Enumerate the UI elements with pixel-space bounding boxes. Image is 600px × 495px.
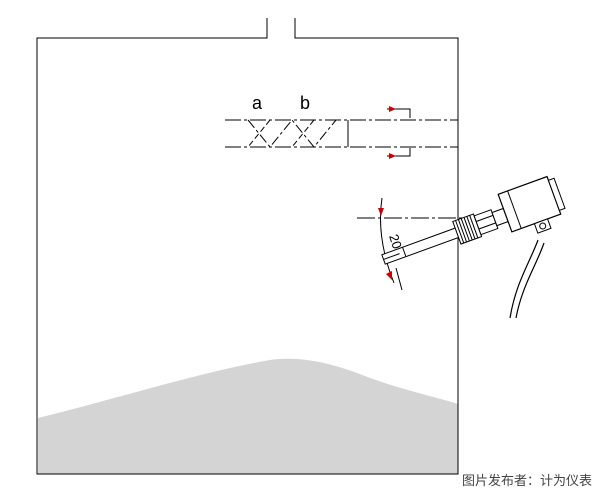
arrow-marker-lower	[389, 153, 396, 159]
sensor-cable	[509, 239, 539, 319]
label-b: b	[300, 93, 310, 113]
tank-wall	[36, 18, 459, 475]
baffle-dimension-markers	[387, 108, 411, 157]
angle-arrow-top	[378, 208, 384, 216]
level-sensor	[381, 175, 566, 265]
bulk-material-heap	[38, 358, 458, 474]
label-a: a	[252, 93, 263, 113]
arrow-marker-upper	[389, 106, 396, 112]
angle-extension-line	[395, 267, 403, 291]
image-credit: 图片发布者：计为仪表	[461, 474, 592, 489]
baffle	[225, 119, 458, 148]
angle-arrow-bottom	[386, 271, 392, 280]
